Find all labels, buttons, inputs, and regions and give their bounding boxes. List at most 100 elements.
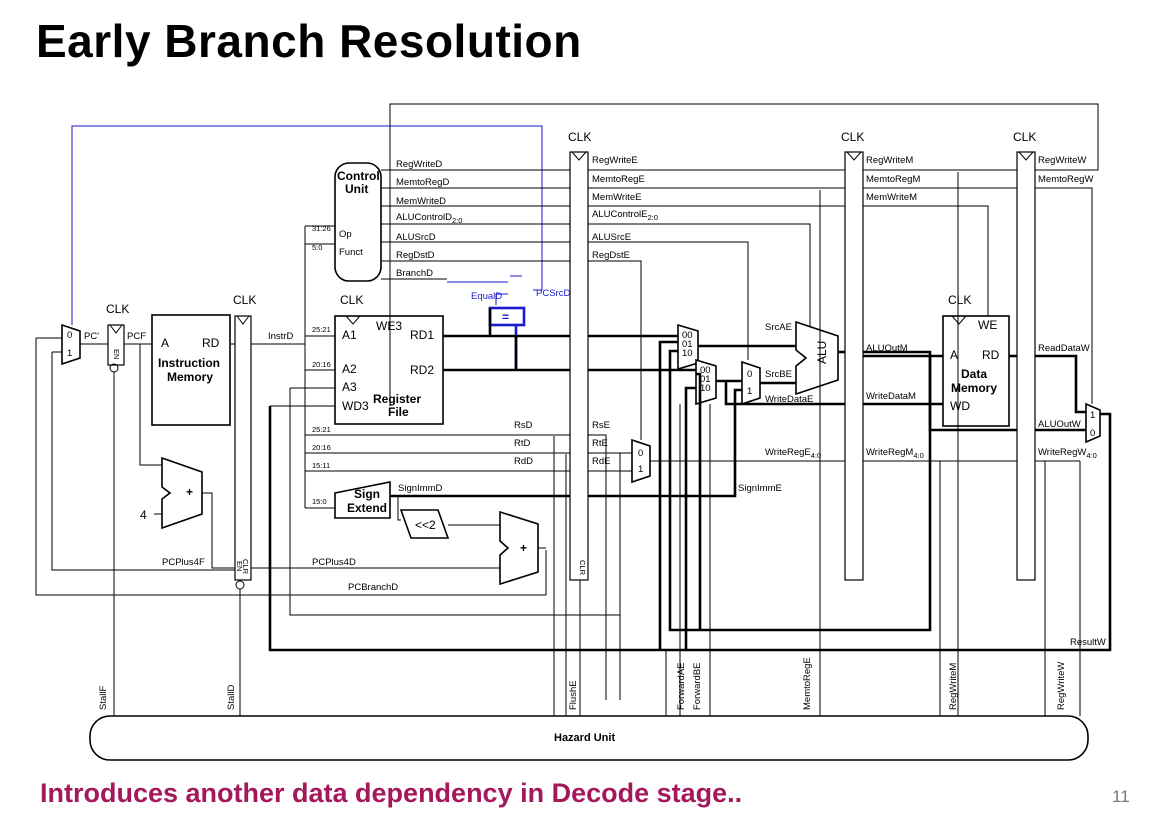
pc-plus4-adder xyxy=(161,456,203,530)
memtorege-hazard-label: MemtoRegE xyxy=(802,657,813,710)
stallf-label: StallF xyxy=(98,686,109,710)
aluoutw-label: ALUOutW xyxy=(1038,419,1081,430)
alucontrold-label: ALUControlD2:0 xyxy=(396,212,462,225)
regdstd-label: RegDstD xyxy=(396,250,435,261)
shift-label: <<2 xyxy=(415,518,436,532)
regwrited-label: RegWriteD xyxy=(396,159,442,170)
forwardae-label: ForwardAE xyxy=(676,662,687,710)
four-constant: 4 xyxy=(140,508,147,522)
hazard-unit-group: Hazard Unit StallF StallD FlushE Forward… xyxy=(89,172,1089,761)
ifid-clr-label: CLR xyxy=(241,559,250,575)
regdste-label: RegDstE xyxy=(592,250,630,261)
control-name2: Unit xyxy=(345,182,368,196)
ifid-en-label: EN xyxy=(235,561,244,571)
alu xyxy=(795,320,839,396)
control-name1: Control xyxy=(337,169,380,183)
slide-footer-note: Introduces another data dependency in De… xyxy=(40,778,743,808)
result-mux-0: 0 xyxy=(1090,428,1095,439)
instr-bits-op: 31:26 xyxy=(312,224,331,233)
clk-label-regfile: CLK xyxy=(340,293,363,307)
branchd-label: BranchD xyxy=(396,268,433,279)
dmem-a: A xyxy=(950,348,958,362)
dmem-rd: RD xyxy=(982,348,1000,362)
instruction-memory xyxy=(151,314,231,426)
instr-bits-funct: 5:0 xyxy=(312,243,322,252)
rf-rd1: RD1 xyxy=(410,328,434,342)
clk-label-dmem: CLK xyxy=(948,293,971,307)
execute-stage: RegWriteE MemtoRegE MemWriteE ALUControl… xyxy=(268,155,1112,700)
dmem-we: WE xyxy=(978,318,997,332)
bits-a1: 25:21 xyxy=(312,325,331,334)
regwritew-label: RegWriteW xyxy=(1038,155,1086,166)
control-unit xyxy=(334,162,382,282)
ex-mem-register xyxy=(844,151,864,581)
rtd-label: RtD xyxy=(514,438,531,449)
regdst-mux xyxy=(631,438,651,484)
writedatam-label: WriteDataM xyxy=(866,391,916,402)
bits-a2: 20:16 xyxy=(312,360,331,369)
memtoregw-label: MemtoRegW xyxy=(1038,174,1093,185)
clk-label-pc: CLK xyxy=(106,302,129,316)
dmem-name2: Memory xyxy=(951,381,997,395)
regwritem-label: RegWriteM xyxy=(866,155,913,166)
bits-rd: 15:11 xyxy=(312,461,330,470)
fwa-10: 10 xyxy=(682,348,693,359)
alucontrole-label: ALUControlE2:0 xyxy=(592,209,658,222)
rf-a3: A3 xyxy=(342,380,357,394)
hazard-unit xyxy=(89,715,1089,761)
memwrited-label: MemWriteD xyxy=(396,196,446,207)
pcsrcd-label: PCSrcD xyxy=(536,288,570,299)
regdst-mux-1: 1 xyxy=(638,464,643,475)
imem-rd: RD xyxy=(202,336,220,350)
pc-mux xyxy=(61,323,81,366)
writerege-label: WriteRegE4:0 xyxy=(765,447,821,460)
register-file xyxy=(334,315,444,425)
dmem-name1: Data xyxy=(961,367,987,381)
memwritem-label: MemWriteM xyxy=(866,192,917,203)
hazard-unit-label: Hazard Unit xyxy=(554,732,615,744)
page-number: 11 xyxy=(1112,787,1130,806)
clk-label-idex: CLK xyxy=(568,130,591,144)
writeback-stage: RegWriteW MemtoRegW ReadDataW ALUOutW Wr… xyxy=(389,103,1106,648)
mem-wb-register xyxy=(1016,151,1036,581)
pc-prime-label: PC' xyxy=(84,331,99,342)
signext-name1: Sign xyxy=(354,487,380,501)
rf-name1: Register xyxy=(373,392,421,406)
bits-rt: 20:16 xyxy=(312,443,331,452)
pipeline-registers xyxy=(107,151,1036,590)
resultw-label: ResultW xyxy=(1070,637,1106,648)
regdst-mux-0: 0 xyxy=(638,448,643,459)
signext-name2: Extend xyxy=(347,501,387,515)
branch-control-path: = EqualD PCSrcD xyxy=(71,125,570,368)
rf-wd3: WD3 xyxy=(342,399,369,413)
fwa-00: 00 xyxy=(682,330,693,341)
comparator-symbol: = xyxy=(502,310,509,324)
stalld-label: StallD xyxy=(226,685,237,710)
equald-label: EqualD xyxy=(471,291,502,302)
pcf-label: PCF xyxy=(127,331,146,342)
imem-name1: Instruction xyxy=(158,356,220,370)
idex-clr-label: CLR xyxy=(578,560,587,576)
result-mux xyxy=(1085,402,1101,444)
srcae-label: SrcAE xyxy=(765,322,792,333)
regwritew-hazard-label: RegWriteW xyxy=(1056,662,1067,710)
clk-label-ifid: CLK xyxy=(233,293,256,307)
bits-rs: 25:21 xyxy=(312,425,331,434)
fetch-stage: 0 1 PC' PCF EN A RD Instruction Memory +… xyxy=(35,314,547,596)
clk-label-memwb: CLK xyxy=(1013,130,1036,144)
rsd-label: RsD xyxy=(514,420,533,431)
instrd-label: InstrD xyxy=(268,331,293,342)
forwardbe-label: ForwardBE xyxy=(692,662,703,710)
pc-en-label: EN xyxy=(112,349,121,359)
memtoregd-label: MemtoRegD xyxy=(396,177,449,188)
alusrc-mux-1: 1 xyxy=(747,386,752,397)
control-op: Op xyxy=(339,229,352,240)
alusrc-mux-0: 0 xyxy=(747,369,752,380)
memtoregm-label: MemtoRegM xyxy=(866,174,920,185)
fwb-01: 01 xyxy=(700,374,711,385)
alusrcd-label: ALUSrcD xyxy=(396,232,436,243)
fwb-10: 10 xyxy=(700,383,711,394)
pcbranchd-label: PCBranchD xyxy=(348,582,398,593)
memwritee-label: MemWriteE xyxy=(592,192,641,203)
